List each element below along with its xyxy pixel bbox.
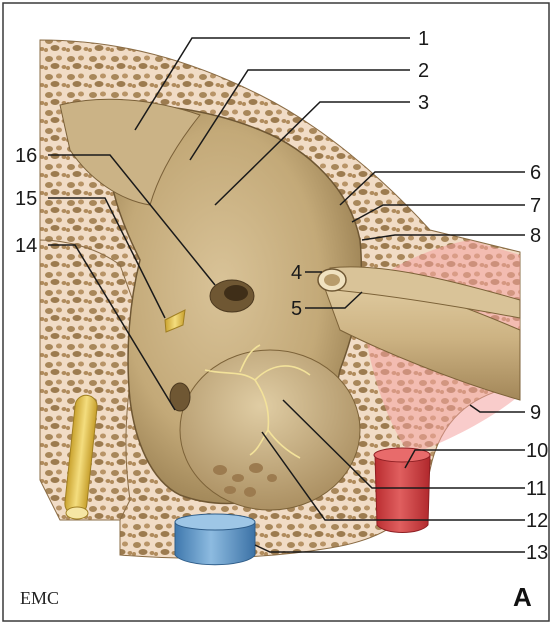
callout-7: 7 xyxy=(530,195,541,217)
callout-10: 10 xyxy=(526,440,548,462)
callout-6: 6 xyxy=(530,162,541,184)
callout-11: 11 xyxy=(526,478,547,500)
promontory xyxy=(180,350,360,510)
callout-3: 3 xyxy=(418,92,429,114)
callout-14: 14 xyxy=(15,235,37,257)
callout-4: 4 xyxy=(291,262,302,284)
callout-15: 15 xyxy=(15,188,37,210)
callout-9: 9 xyxy=(530,402,541,424)
callout-1: 1 xyxy=(418,28,429,50)
callout-12: 12 xyxy=(526,510,548,532)
callout-16: 16 xyxy=(15,145,37,167)
callout-5: 5 xyxy=(291,298,302,320)
callout-8: 8 xyxy=(530,225,541,247)
callout-2: 2 xyxy=(418,60,429,82)
callout-13: 13 xyxy=(526,542,548,564)
carotid-artery xyxy=(375,455,430,533)
panel-letter: A xyxy=(513,582,532,612)
publisher-logo: EMC xyxy=(20,588,59,608)
